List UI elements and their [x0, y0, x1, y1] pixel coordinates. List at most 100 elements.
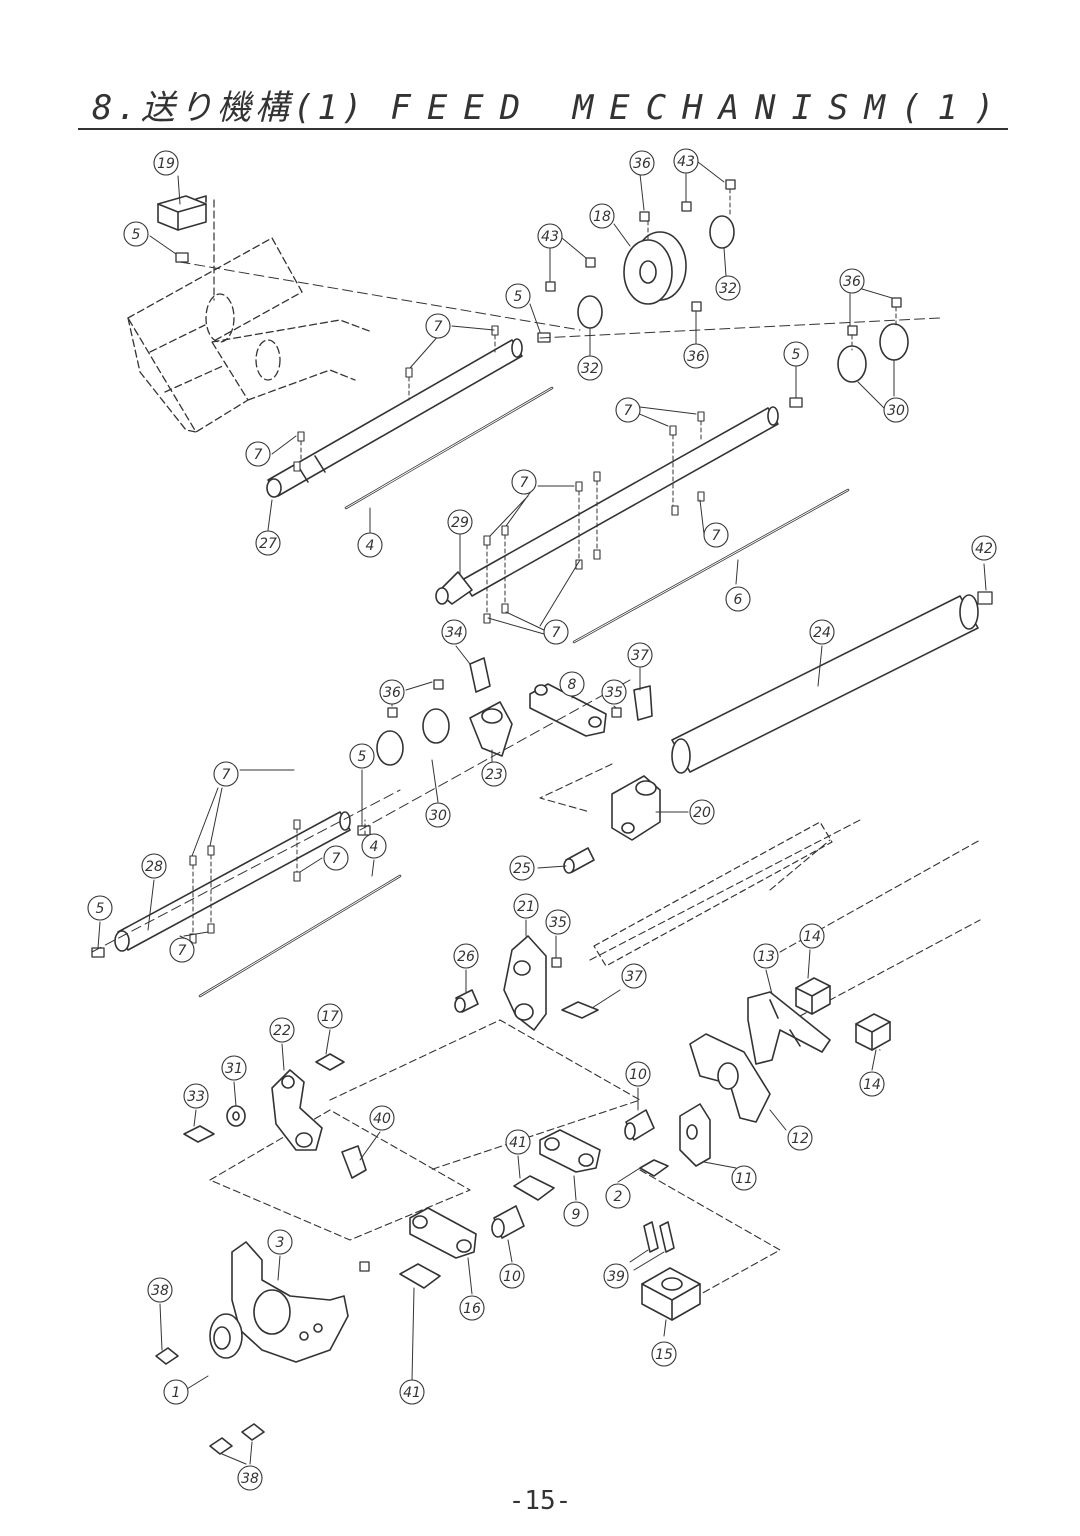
- callout-7: 7: [615, 397, 641, 423]
- housing-frame: [127, 237, 373, 433]
- cube-14-top: [795, 977, 831, 1015]
- svg-text:8: 8: [568, 677, 577, 693]
- svg-text:38: 38: [241, 1471, 259, 1487]
- callout-42: 42: [971, 535, 997, 561]
- callout-31: 31: [221, 1055, 247, 1081]
- svg-text:36: 36: [843, 274, 861, 290]
- callout-10: 10: [625, 1061, 651, 1087]
- callout-5: 5: [783, 341, 809, 367]
- svg-text:37: 37: [631, 648, 649, 664]
- svg-text:17: 17: [321, 1009, 339, 1025]
- svg-text:25: 25: [513, 861, 531, 877]
- svg-text:19: 19: [157, 156, 175, 172]
- svg-text:7: 7: [254, 447, 263, 463]
- callout-14: 14: [859, 1071, 885, 1097]
- svg-text:27: 27: [259, 536, 277, 552]
- svg-text:7: 7: [552, 625, 561, 641]
- callout-17: 17: [317, 1003, 343, 1029]
- plate-3: [231, 1241, 349, 1363]
- svg-text:16: 16: [463, 1301, 481, 1317]
- callout-36: 36: [683, 343, 709, 369]
- callout-32: 32: [715, 275, 741, 301]
- clamp-20: [611, 775, 661, 841]
- svg-text:5: 5: [514, 289, 523, 305]
- svg-text:7: 7: [624, 403, 633, 419]
- callout-32: 32: [577, 355, 603, 381]
- svg-text:43: 43: [677, 154, 695, 170]
- callout-36: 36: [379, 679, 405, 705]
- svg-text:4: 4: [366, 538, 375, 554]
- svg-text:31: 31: [225, 1061, 243, 1077]
- svg-text:23: 23: [485, 767, 503, 783]
- tube-24: [671, 594, 979, 774]
- set-screws: [91, 179, 993, 1272]
- callout-29: 29: [447, 509, 473, 535]
- bearing-1: [209, 1313, 243, 1359]
- washer-31: [226, 1105, 246, 1127]
- svg-text:5: 5: [132, 227, 141, 243]
- svg-text:6: 6: [734, 592, 743, 608]
- svg-text:9: 9: [572, 1207, 581, 1223]
- svg-text:30: 30: [429, 808, 447, 824]
- callout-11: 11: [731, 1165, 757, 1191]
- callout-33: 33: [183, 1083, 209, 1109]
- callout-38: 38: [237, 1465, 263, 1491]
- svg-text:21: 21: [517, 899, 535, 915]
- svg-text:10: 10: [503, 1269, 521, 1285]
- svg-text:12: 12: [791, 1131, 809, 1147]
- svg-text:4: 4: [370, 839, 379, 855]
- callout-36: 36: [629, 150, 655, 176]
- block-11: [679, 1103, 711, 1167]
- callout-7: 7: [169, 937, 195, 963]
- svg-text:36: 36: [687, 349, 705, 365]
- callout-43: 43: [537, 223, 563, 249]
- callout-28: 28: [141, 853, 167, 879]
- callout-18: 18: [589, 203, 615, 229]
- callout-7: 7: [213, 761, 239, 787]
- svg-text:20: 20: [693, 805, 711, 821]
- callout-5: 5: [349, 743, 375, 769]
- svg-text:11: 11: [735, 1171, 753, 1187]
- callout-3: 3: [267, 1229, 293, 1255]
- collar-30-top-right: [879, 323, 909, 361]
- callout-7: 7: [425, 313, 451, 339]
- svg-text:2: 2: [614, 1189, 623, 1205]
- callout-27: 27: [255, 530, 281, 556]
- svg-text:34: 34: [445, 625, 463, 641]
- callout-43: 43: [673, 148, 699, 174]
- callout-5: 5: [123, 221, 149, 247]
- bracket-12: [689, 1033, 771, 1123]
- callout-4: 4: [361, 833, 387, 859]
- callout-13: 13: [753, 943, 779, 969]
- callout-2: 2: [605, 1183, 631, 1209]
- pulley-18: [623, 231, 687, 305]
- callout-21: 21: [513, 893, 539, 919]
- callout-16: 16: [459, 1295, 485, 1321]
- clamp-23: [469, 701, 513, 757]
- svg-text:43: 43: [541, 229, 559, 245]
- callout-7: 7: [511, 469, 537, 495]
- screws: [155, 657, 675, 1455]
- callout-40: 40: [369, 1105, 395, 1131]
- callout-7: 7: [245, 441, 271, 467]
- callout-5: 5: [505, 283, 531, 309]
- svg-text:13: 13: [757, 949, 775, 965]
- faint-shaft: [593, 821, 833, 967]
- callout-26: 26: [453, 943, 479, 969]
- callout-41: 41: [399, 1379, 425, 1405]
- svg-text:41: 41: [509, 1135, 527, 1151]
- callout-14: 14: [799, 923, 825, 949]
- svg-text:42: 42: [975, 541, 993, 557]
- link-9: [539, 1129, 601, 1173]
- svg-text:15: 15: [655, 1347, 673, 1363]
- svg-text:7: 7: [712, 528, 721, 544]
- page-title: 8.送り機構(1)FEED MECHANISM(1): [92, 80, 1010, 129]
- collar-32-right: [709, 215, 735, 249]
- callout-39: 39: [603, 1263, 629, 1289]
- svg-text:7: 7: [222, 767, 231, 783]
- callout-7: 7: [543, 619, 569, 645]
- svg-text:40: 40: [373, 1111, 391, 1127]
- title-english: FEED MECHANISM(1): [390, 88, 1011, 128]
- callout-7: 7: [323, 845, 349, 871]
- link-8: [529, 683, 607, 737]
